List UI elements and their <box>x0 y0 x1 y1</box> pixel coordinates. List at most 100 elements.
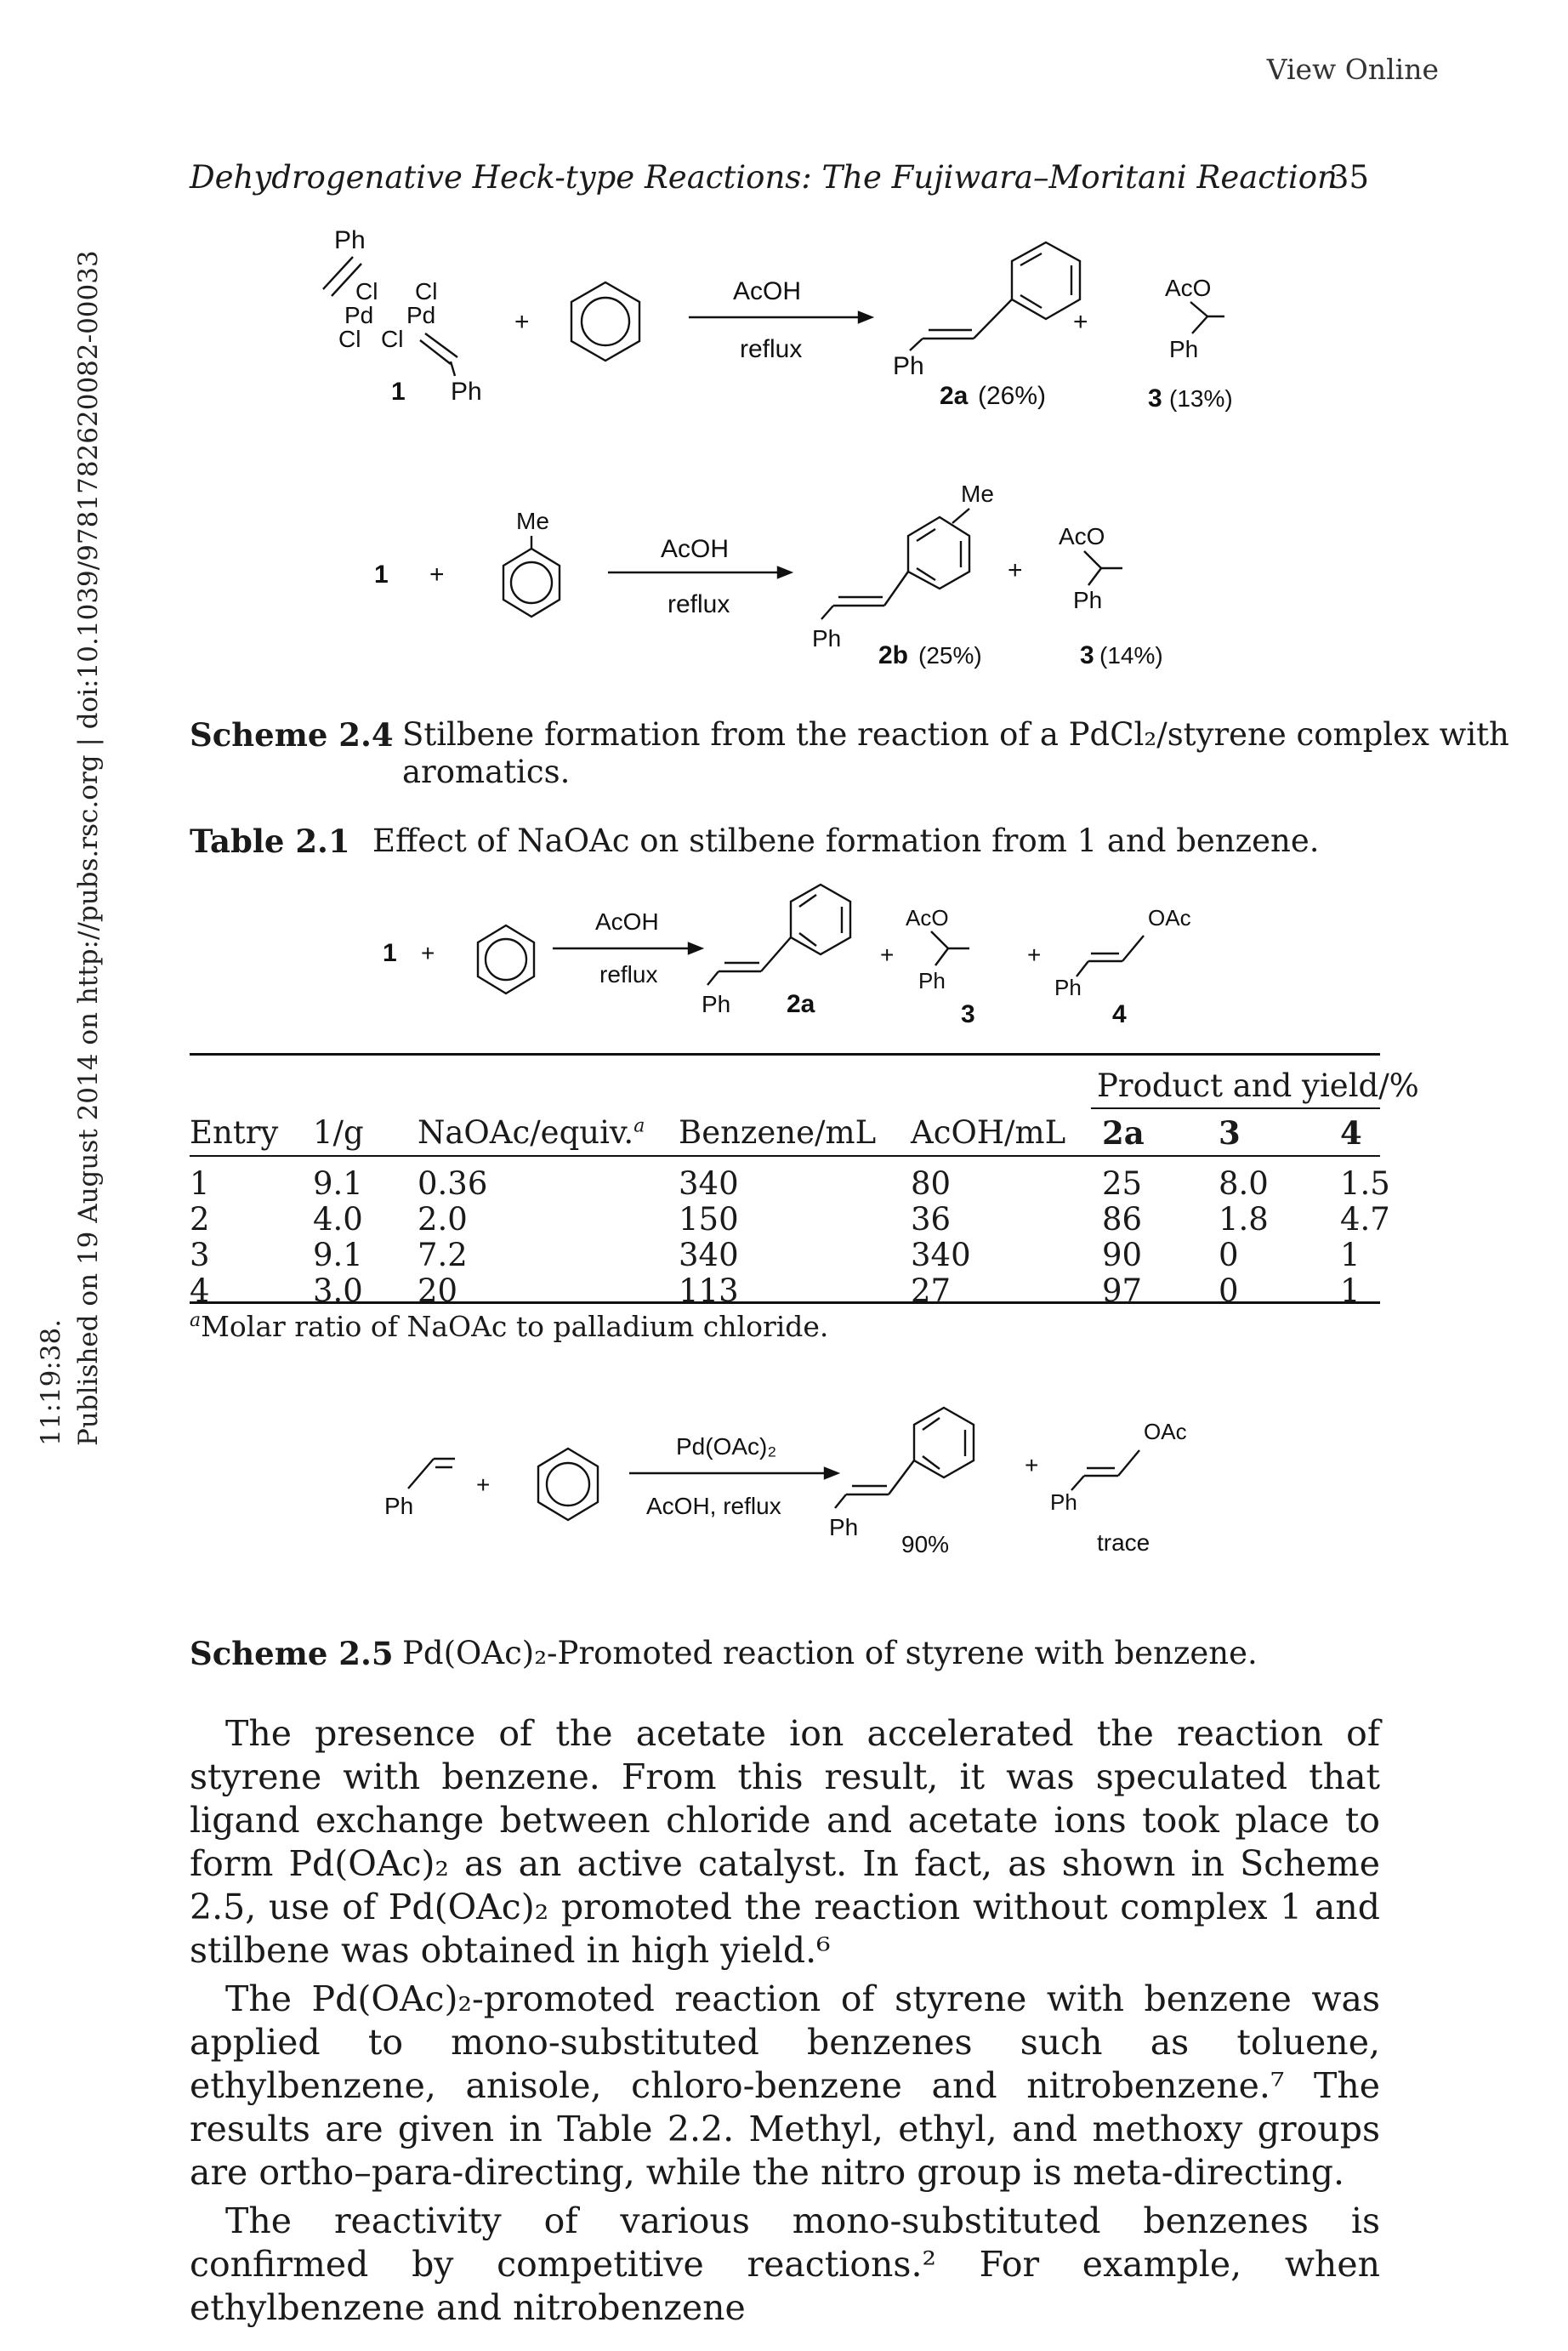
bond <box>952 508 970 524</box>
reagent-label: AcOH <box>733 277 801 305</box>
table-footnote: aMolar ratio of NaOAc to palladium chlor… <box>190 1310 828 1343</box>
scheme-2-5: Ph + Pd(OAc)₂ AcOH, reflux Ph 90% + OAc … <box>0 1395 1568 1594</box>
bond <box>707 971 719 986</box>
bond <box>419 339 452 365</box>
scheme-2-4: Ph Cl Cl Pd Pd Cl Cl 1 Ph + AcOH reflux … <box>0 0 1568 701</box>
label-ph: Ph <box>384 1493 413 1519</box>
bond <box>909 338 923 351</box>
label-ph: Ph <box>1050 1489 1077 1515</box>
cell: 97 <box>1102 1272 1143 1309</box>
cell: 80 <box>911 1165 952 1202</box>
benzene-ring <box>789 883 852 956</box>
label-aco: AcO <box>906 905 949 931</box>
condition-label: reflux <box>599 961 657 988</box>
bond <box>798 932 817 947</box>
yield-main: 90% <box>901 1531 949 1557</box>
plus-sign: + <box>429 561 445 589</box>
caption-text: Stilbene formation from the reaction of … <box>402 716 1509 791</box>
label-oac: OAc <box>1144 1419 1187 1444</box>
bond <box>449 361 457 377</box>
label-compound-1: 1 <box>391 378 406 406</box>
column-header: 4 <box>1340 1114 1362 1152</box>
caption-line: aromatics. <box>402 754 571 790</box>
yield-3: (13%) <box>1169 385 1233 412</box>
caption-line: Stilbene formation from the reaction of … <box>402 716 1509 753</box>
bond <box>821 605 834 620</box>
plus-sign: + <box>1027 942 1041 968</box>
label-cl: Cl <box>338 326 361 352</box>
bond <box>883 571 909 606</box>
label-ph: Ph <box>812 625 841 652</box>
label-ph: Ph <box>1073 587 1102 613</box>
cell: 4.0 <box>313 1201 363 1238</box>
cell: 113 <box>679 1272 739 1309</box>
bond <box>888 1460 915 1495</box>
toluene-ring <box>502 547 561 618</box>
benzene-ring <box>1010 241 1082 321</box>
page-number: 35 <box>1328 159 1369 196</box>
yield-2a: (26%) <box>978 382 1046 410</box>
plus-sign: + <box>476 1472 490 1498</box>
column-header: Benzene/mL <box>679 1114 877 1151</box>
bond <box>922 1417 940 1431</box>
body-text: The presence of the acetate ion accelera… <box>190 1712 1380 2330</box>
plus-sign: + <box>1073 308 1088 336</box>
cell: 4.7 <box>1340 1201 1390 1238</box>
cell: 9.1 <box>313 1165 363 1202</box>
cell: 86 <box>1102 1201 1143 1238</box>
label-3: 3 <box>961 1000 975 1028</box>
reagent-label: Pd(OAc)₂ <box>676 1433 776 1460</box>
plus-sign: + <box>1008 556 1023 584</box>
cell: 150 <box>679 1201 739 1238</box>
cell: 36 <box>911 1201 952 1238</box>
label-cl: Cl <box>355 278 378 305</box>
arrow-head <box>776 566 794 579</box>
arrow-head <box>823 1466 841 1480</box>
table-row: 1 9.1 0.36 340 80 25 8.0 1.5 <box>190 1165 1390 1202</box>
cell: 8.0 <box>1219 1165 1269 1202</box>
cell: 1 <box>190 1165 210 1202</box>
cell: 1.5 <box>1340 1165 1390 1202</box>
table-row: 2 4.0 2.0 150 36 86 1.8 4.7 <box>190 1201 1390 1238</box>
label-2b: 2b <box>878 641 908 669</box>
caption-label: Table 2.1 <box>190 823 350 860</box>
reagent-label: AcOH <box>661 535 729 563</box>
bond <box>834 1494 847 1509</box>
benzene-ring-circle <box>484 937 528 982</box>
column-header: 1/g <box>313 1114 364 1151</box>
label-pd: Pd <box>406 302 435 328</box>
cell: 0 <box>1219 1272 1239 1309</box>
header-rule <box>190 1155 1380 1157</box>
cell: 1 <box>1340 1237 1361 1273</box>
label-ph: Ph <box>918 968 946 993</box>
column-header: 3 <box>1219 1114 1241 1152</box>
footnote-text: Molar ratio of NaOAc to palladium chlori… <box>201 1310 829 1343</box>
condition-label: AcOH, reflux <box>646 1493 781 1519</box>
label-compound-1: 1 <box>383 939 397 967</box>
column-header-text: NaOAc/equiv. <box>418 1114 634 1151</box>
bond <box>916 566 936 582</box>
bond <box>1020 293 1042 310</box>
table-2-1-scheme: 1 + AcOH reflux Ph 2a + AcO Ph 3 + OAc P… <box>0 868 1568 1041</box>
column-header: 2a <box>1102 1114 1145 1152</box>
bond <box>973 299 1013 339</box>
cell: 90 <box>1102 1237 1143 1273</box>
condition-label: reflux <box>740 335 802 363</box>
bond <box>916 527 936 543</box>
cell: 9.1 <box>313 1237 363 1273</box>
label-cl: Cl <box>415 278 437 305</box>
scheme-2-4-drawing: Ph Cl Cl Pd Pd Cl Cl 1 Ph + AcOH reflux … <box>322 226 1233 669</box>
label-2a: 2a <box>787 990 815 1018</box>
view-online-link[interactable]: View Online <box>1266 53 1439 86</box>
arrow-head <box>687 942 705 955</box>
bond <box>1122 935 1145 962</box>
cell: 0 <box>1219 1237 1239 1273</box>
table-bottom-rule <box>190 1301 1380 1304</box>
footnote-mark: a <box>190 1310 202 1331</box>
yield-side: trace <box>1097 1529 1150 1556</box>
bond <box>1088 567 1102 586</box>
label-3: 3 <box>1148 384 1162 413</box>
bond <box>1190 301 1208 317</box>
arrow-head <box>857 310 875 324</box>
